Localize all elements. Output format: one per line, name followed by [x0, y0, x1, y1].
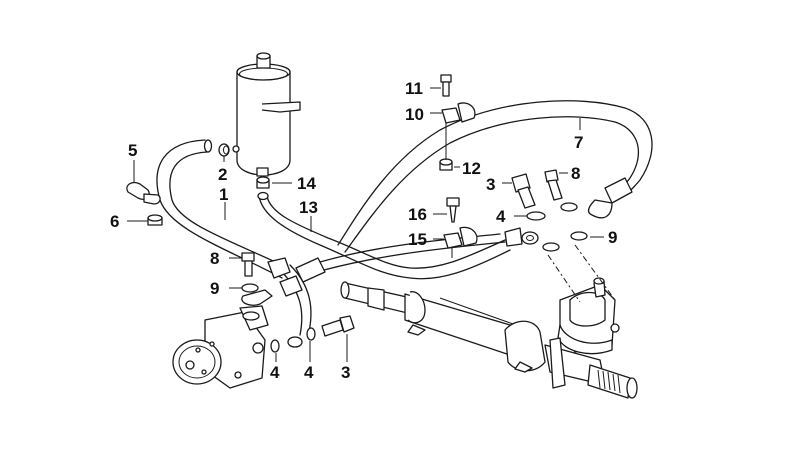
banjo-bolt-8	[544, 169, 563, 201]
part-callouts: 5 6 2 1 14 13 11 10 12 7 3 8 4 9 16 15 8…	[110, 79, 617, 382]
callout-15: 15	[408, 230, 427, 249]
callout-4-upper: 4	[496, 207, 506, 226]
screw-16	[446, 197, 460, 223]
callout-8-lower: 8	[210, 249, 219, 268]
assembly-line	[574, 244, 616, 301]
callout-11: 11	[405, 79, 423, 98]
callout-9-lower: 9	[210, 279, 219, 298]
callout-14: 14	[297, 174, 316, 193]
hose-13	[257, 191, 511, 280]
callout-4-left: 4	[270, 363, 280, 382]
washer-4	[270, 339, 280, 353]
callout-8-upper: 8	[571, 164, 580, 183]
washer-4	[542, 242, 560, 252]
callout-1: 1	[219, 185, 228, 204]
callout-12: 12	[462, 159, 481, 178]
callout-3-upper: 3	[486, 175, 495, 194]
callout-5: 5	[128, 141, 137, 160]
washer-4	[526, 211, 546, 221]
washer-9	[570, 231, 588, 241]
washer-4	[242, 311, 260, 321]
callout-13: 13	[299, 198, 318, 217]
nut-14	[256, 176, 270, 189]
callout-10: 10	[405, 105, 424, 124]
banjo-bolt-3	[321, 315, 355, 337]
callout-2: 2	[218, 165, 227, 184]
hose-clip-5	[126, 181, 161, 205]
nut-12	[439, 158, 453, 171]
callout-9-right: 9	[608, 228, 617, 247]
hose-clip-15	[443, 226, 478, 249]
callout-6: 6	[110, 212, 119, 231]
callout-16: 16	[408, 205, 427, 224]
banjo-bolt-3	[511, 173, 536, 209]
pressure-line	[267, 227, 539, 348]
callout-3-lower: 3	[341, 363, 350, 382]
hose-7	[337, 100, 653, 253]
banjo-fitting	[241, 289, 273, 306]
bolt-11	[440, 74, 452, 97]
washer-4	[306, 327, 316, 341]
assembly-line	[547, 254, 581, 303]
hose-clip-10	[441, 102, 476, 124]
ring-2	[218, 143, 230, 157]
washer-4	[560, 202, 578, 212]
washer-9	[241, 283, 259, 293]
reservoir	[232, 52, 301, 177]
callout-7: 7	[574, 133, 583, 152]
callout-4-mid: 4	[304, 363, 314, 382]
nut-6	[147, 214, 163, 226]
steering-rack	[340, 277, 638, 399]
banjo-bolt-8	[241, 252, 255, 277]
leader-lines	[127, 87, 604, 362]
